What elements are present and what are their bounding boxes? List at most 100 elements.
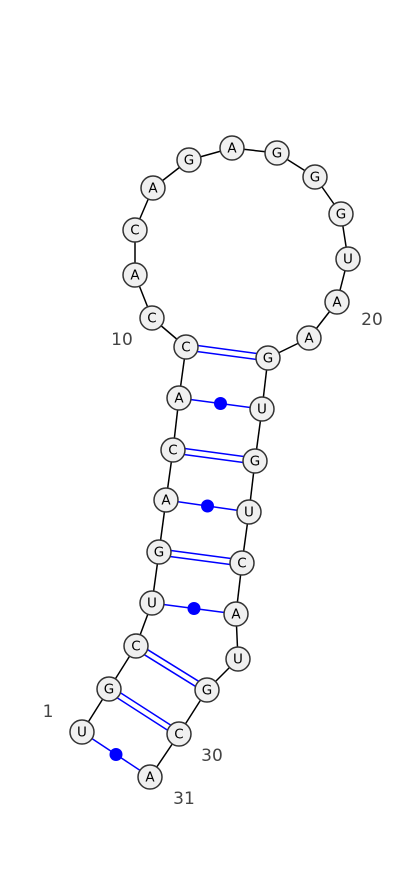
nucleotide-letter-21: A (304, 331, 314, 347)
nucleotide-16: G (264, 140, 290, 166)
nucleotide-circle-14 (176, 147, 202, 173)
nucleotide-22: G (255, 345, 281, 371)
nucleotide-letter-17: G (310, 170, 320, 186)
canonical-pair-line-2-30-2 (110, 685, 182, 733)
nucleotide-letter-13: A (148, 181, 158, 197)
nucleotide-letter-2: G (104, 682, 114, 698)
nucleotide-circle-1 (69, 719, 95, 745)
nucleotide-3: C (123, 633, 149, 659)
nucleotide-25: U (236, 499, 262, 525)
nucleotide-11: A (122, 262, 148, 288)
nucleotide-circle-30 (166, 721, 192, 747)
nucleotide-circle-10 (139, 305, 165, 331)
canonical-pair-line-5-26-2 (159, 548, 243, 561)
nucleotide-letter-4: U (147, 596, 157, 612)
nucleotide-circle-13 (140, 175, 166, 201)
nucleotide-letter-23: U (257, 402, 267, 418)
nucleotide-letter-18: G (336, 207, 346, 223)
nucleotide-letter-5: G (154, 545, 164, 561)
nucleotide-12: C (122, 217, 148, 243)
nucleotide-letter-31: A (145, 770, 155, 786)
nucleotide-2: G (96, 676, 122, 702)
nucleotide-circle-9 (173, 334, 199, 360)
nucleotide-letter-1: U (77, 725, 87, 741)
nucleotide-4: U (139, 590, 165, 616)
nucleotide-29: G (194, 677, 220, 703)
nucleotide-circle-6 (153, 487, 179, 513)
wobble-pair-dot-1-31 (109, 748, 123, 761)
nucleotide-letter-12: C (130, 223, 139, 239)
nucleotide-circle-23 (249, 396, 275, 422)
nucleotide-26: C (229, 550, 255, 576)
nucleotide-circle-17 (302, 164, 328, 190)
nucleotide-circle-5 (146, 539, 172, 565)
nucleotide-letter-20: A (332, 295, 342, 311)
nucleotide-letter-3: C (131, 639, 140, 655)
nucleotide-30: C (166, 721, 192, 747)
nucleotide-circle-27 (223, 601, 249, 627)
position-label-1: 1 (43, 702, 54, 722)
position-label-10: 10 (111, 330, 133, 350)
nucleotide-7: C (160, 437, 186, 463)
nucleotide-letter-27: A (231, 607, 241, 623)
canonical-pair-line-3-29-2 (137, 642, 209, 689)
nucleotide-circle-15 (219, 135, 245, 161)
nucleotide-circle-12 (122, 217, 148, 243)
nucleotide-letter-14: G (184, 153, 194, 169)
nucleotide-circle-2 (96, 676, 122, 702)
nucleotide-circle-4 (139, 590, 165, 616)
nucleotide-6: A (153, 487, 179, 513)
nucleotide-14: G (176, 147, 202, 173)
nucleotide-letter-16: G (272, 146, 282, 162)
nucleotide-21: A (296, 325, 322, 351)
nucleotide-31: A (137, 764, 163, 790)
nucleotide-letter-25: U (244, 505, 254, 521)
position-label-30: 30 (201, 746, 223, 766)
nucleotide-23: U (249, 396, 275, 422)
nucleotide-letter-19: U (343, 252, 353, 268)
canonical-pair-line-2-30-1 (106, 690, 178, 738)
wobble-pair-dot-6-25 (201, 499, 214, 513)
nucleotide-circle-31 (137, 764, 163, 790)
nucleotide-letter-9: C (181, 340, 190, 356)
nucleotide-1: U (69, 719, 95, 745)
canonical-pair-line-7-24-2 (173, 446, 256, 459)
nucleotide-letter-8: A (174, 391, 184, 407)
nucleotide-letter-24: G (250, 454, 260, 470)
nucleotide-circle-8 (166, 385, 192, 411)
nucleotide-10: C (139, 305, 165, 331)
nucleotide-letter-30: C (174, 727, 183, 743)
nucleotide-17: G (302, 164, 328, 190)
nucleotide-circle-19 (335, 246, 361, 272)
nucleotide-circle-16 (264, 140, 290, 166)
nucleotide-letter-29: G (202, 683, 212, 699)
wobble-pair-dot-8-23 (214, 397, 227, 410)
nucleotide-letter-7: C (168, 443, 177, 459)
nucleotide-circle-18 (328, 201, 354, 227)
nucleotide-circle-20 (324, 289, 350, 315)
nucleotide-circle-25 (236, 499, 262, 525)
nucleotide-20: A (324, 289, 350, 315)
nucleotide-28: U (225, 646, 251, 672)
nucleotide-9: C (173, 334, 199, 360)
nucleotide-letter-11: A (130, 268, 140, 284)
wobble-pair-dot-4-27 (187, 602, 201, 615)
nucleotide-24: G (242, 448, 268, 474)
nucleotide-circle-26 (229, 550, 255, 576)
nucleotide-circle-22 (255, 345, 281, 371)
nucleotide-circle-3 (123, 633, 149, 659)
nucleotide-letter-28: U (233, 652, 243, 668)
canonical-pair-line-5-26-1 (158, 554, 242, 567)
canonical-pair-line-9-22-1 (185, 349, 268, 362)
position-label-20: 20 (361, 310, 383, 330)
nucleotide-15: A (219, 135, 245, 161)
nucleotide-circle-7 (160, 437, 186, 463)
nucleotide-circle-28 (225, 646, 251, 672)
nucleotide-circle-24 (242, 448, 268, 474)
canonical-pair-line-7-24-1 (172, 452, 255, 465)
nucleotide-5: G (146, 539, 172, 565)
position-label-31: 31 (173, 789, 195, 809)
nucleotide-letter-15: A (227, 141, 237, 157)
